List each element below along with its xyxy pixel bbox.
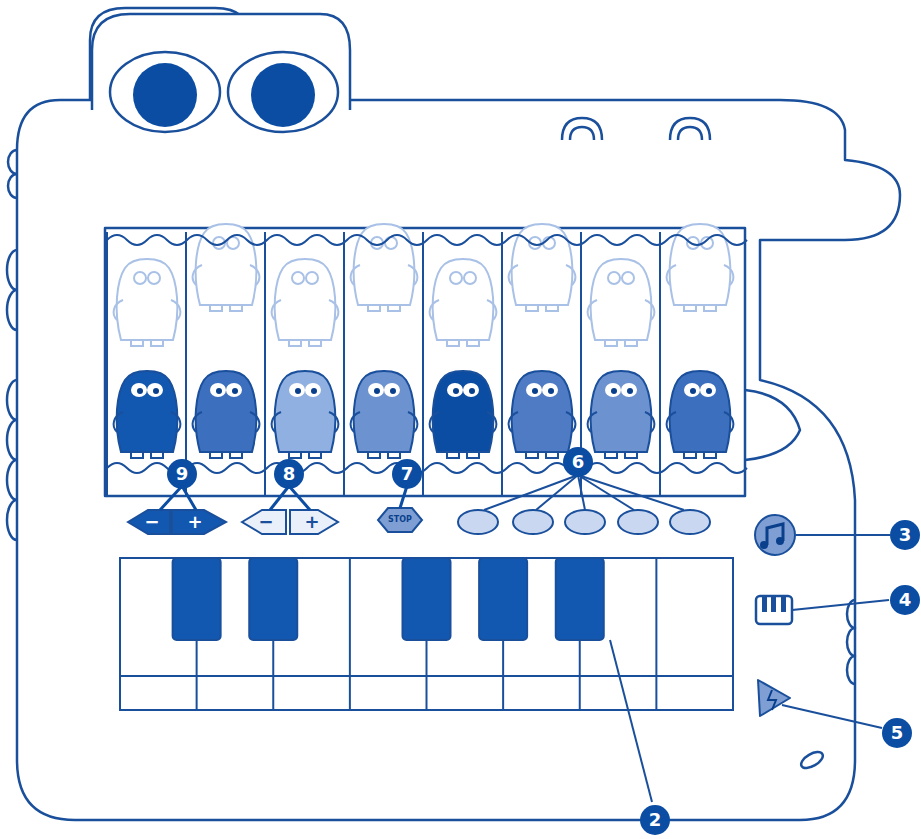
callout-number: 2 (649, 811, 662, 829)
callout-number: 3 (899, 526, 912, 544)
column-divider (422, 232, 424, 496)
dino-figure (667, 371, 734, 458)
black-key (173, 558, 221, 640)
dino-outline (430, 259, 497, 346)
dino-figure (351, 371, 418, 458)
column-divider (343, 232, 345, 496)
dino-figure (430, 371, 497, 458)
keyboard (120, 558, 733, 710)
black-key (556, 558, 604, 640)
dino-outline (114, 259, 181, 346)
minus-sign: − (258, 513, 273, 531)
button-label: STOP (388, 516, 412, 524)
dino-outline (351, 224, 418, 311)
column-divider (185, 232, 187, 496)
dino-figure (193, 371, 260, 458)
dino-figure (114, 371, 181, 458)
callout-number: 6 (572, 453, 585, 471)
column-divider (659, 232, 661, 496)
dino-outline (588, 259, 655, 346)
callout-number: 5 (891, 724, 904, 742)
column-divider (264, 232, 266, 496)
column-divider (106, 232, 108, 496)
plus-sign: + (304, 513, 319, 531)
callout-number: 4 (899, 591, 912, 609)
dino-outline (272, 259, 339, 346)
black-key (249, 558, 297, 640)
dino-figure (272, 371, 339, 458)
dino-outline (509, 224, 576, 311)
callout-number: 8 (283, 465, 296, 483)
black-key (479, 558, 527, 640)
callout-number: 7 (401, 465, 414, 483)
dino-figure (509, 371, 576, 458)
callout-number: 9 (176, 465, 189, 483)
minus-sign: − (144, 513, 159, 531)
plus-sign: + (187, 513, 202, 531)
black-key (403, 558, 451, 640)
column-divider (501, 232, 503, 496)
dino-figure (588, 371, 655, 458)
